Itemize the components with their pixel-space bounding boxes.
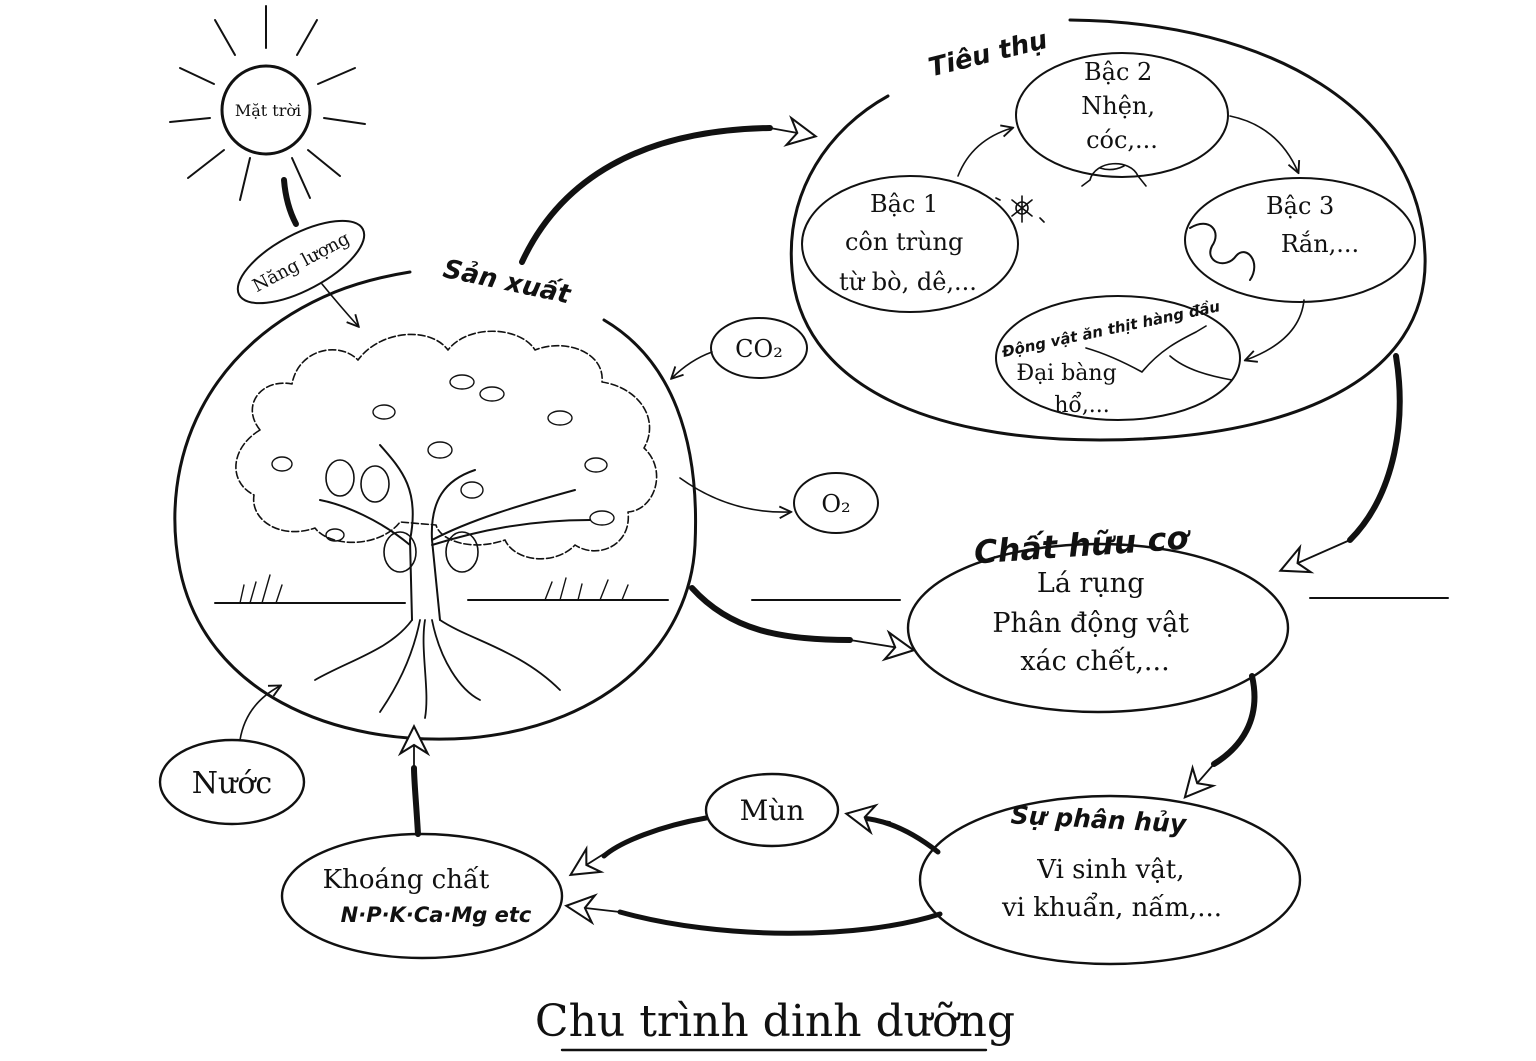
decomp-to-minerals-arrow xyxy=(564,893,621,926)
tree-illustration xyxy=(214,330,669,719)
sun-to-energy-stroke xyxy=(281,177,299,227)
producer-to-organic-stroke xyxy=(689,585,853,643)
decomposition-line-2: vi khuẩn, nấm,... xyxy=(1001,892,1222,923)
level3-line-1: Bậc 3 xyxy=(1266,192,1334,220)
co2-bubble: CO₂ xyxy=(710,317,808,379)
water-arrow xyxy=(239,686,280,741)
svg-text:Lá rụng Phân động vật: Lá rụng Phân động vật xác chết,... xyxy=(992,568,1197,677)
organic-line-2: Phân động vật xyxy=(992,608,1189,639)
svg-text:Bậc 1 côn trùng: Bậc 1 côn trùng từ bò, dê,... xyxy=(839,190,977,296)
minerals-elements: N·P·K·Ca·Mg etc xyxy=(341,903,532,927)
consumer-to-organic-stroke xyxy=(1347,353,1403,543)
producer-to-consumer-arrow xyxy=(769,115,818,147)
organic-to-decomp-arrow xyxy=(1183,763,1217,799)
decomp-to-minerals-stroke xyxy=(617,909,943,936)
humus-label: Mùn xyxy=(740,794,805,827)
humus-to-minerals-arrow xyxy=(568,845,611,877)
consumer-circle: Tiêu thụ Bậc 2 Nhện, cóc,... Bậc 1 côn t… xyxy=(789,18,1427,442)
level2-line-3: cóc,... xyxy=(1086,126,1158,154)
organic-matter: Chất hữu cơ Lá rụng Phân động vật xác ch… xyxy=(751,518,1449,714)
minerals-label: Khoáng chất xyxy=(323,865,490,895)
insect-icon xyxy=(995,195,1045,223)
organic-line-1: Lá rụng xyxy=(1037,568,1145,599)
organic-heading: Chất hữu cơ xyxy=(973,518,1193,571)
co2-arrow xyxy=(672,351,713,378)
arrow-l3-to-apex xyxy=(1246,299,1305,360)
decomposition-line-1: Vi sinh vật, xyxy=(1036,855,1184,885)
sun-label: Mặt trời xyxy=(235,101,301,120)
consumer-level-3: Bậc 3 Rắn,... xyxy=(1184,177,1416,303)
snake-icon xyxy=(1189,222,1256,281)
o2-label: O₂ xyxy=(821,490,850,518)
apex-heading: Động vật ăn thịt hàng đầu xyxy=(999,296,1222,361)
minerals-bubble: Khoáng chất N·P·K·Ca·Mg etc xyxy=(280,832,564,960)
ground-line-right xyxy=(751,597,1449,601)
organic-line-3: xác chết,... xyxy=(1020,646,1169,677)
humus-bubble: Mùn xyxy=(704,772,840,848)
arrow-l2-to-l3 xyxy=(1229,115,1298,172)
energy-arrow xyxy=(321,283,358,326)
svg-text:Đại bàng hổ,...: Đại bàng hổ,... xyxy=(1016,361,1123,418)
level3-line-2: Rắn,... xyxy=(1281,230,1359,258)
level2-line-2: Nhện, xyxy=(1081,92,1155,120)
decomposition: Sự phân hủy Vi sinh vật, vi khuẩn, nấm,.… xyxy=(918,794,1302,966)
energy-label: Năng lượng xyxy=(249,228,353,297)
o2-bubble: O₂ xyxy=(793,472,879,534)
level2-line-1: Bậc 2 xyxy=(1084,58,1152,86)
consumer-level-2: Bậc 2 Nhện, cóc,... xyxy=(1015,52,1229,187)
water-label: Nước xyxy=(192,766,272,801)
producer-heading: Sản xuất xyxy=(440,253,574,310)
diagram-title: Chu trình dinh dưỡng xyxy=(535,996,1015,1047)
level1-line-1: Bậc 1 xyxy=(870,190,938,218)
level1-line-2: côn trùng xyxy=(845,228,963,256)
arrow-l1-to-l2 xyxy=(957,128,1012,177)
water-bubble: Nước xyxy=(158,738,306,826)
eagle-icon xyxy=(1085,325,1233,381)
producer-to-organic-arrow xyxy=(849,629,916,662)
humus-to-minerals-stroke xyxy=(601,815,709,859)
decomp-to-humus-stroke xyxy=(859,815,941,855)
producer-circle: Sản xuất xyxy=(173,253,698,741)
consumer-heading: Tiêu thụ xyxy=(926,25,1051,83)
decomposition-heading: Sự phân hủy xyxy=(1010,800,1188,838)
svg-text:Bậc 3 Rắn,...: Bậc 3 Rắn,... xyxy=(1266,192,1359,258)
co2-label: CO₂ xyxy=(735,335,783,363)
consumer-to-organic-arrow xyxy=(1278,539,1351,574)
organic-to-decomp-stroke xyxy=(1211,673,1258,767)
producer-to-consumer-stroke xyxy=(519,125,773,265)
sun: Mặt trời xyxy=(169,5,366,201)
svg-text:Vi sinh vật, vi khuẩn, n: Vi sinh vật, vi khuẩn, nấm,... xyxy=(1001,855,1222,923)
energy-bubble: Năng lượng xyxy=(236,219,366,305)
consumer-level-1: Bậc 1 côn trùng từ bò, dê,... xyxy=(801,175,1045,313)
apex-line-1: Đại bàng xyxy=(1016,361,1116,386)
decomp-to-humus-arrow xyxy=(844,803,891,836)
svg-text:Bậc 2 Nhện, có: Bậc 2 Nhện, cóc,... xyxy=(1081,58,1162,154)
apex-line-2: hổ,... xyxy=(1054,390,1110,418)
frog-icon xyxy=(1081,162,1147,187)
o2-arrow xyxy=(679,477,790,512)
consumer-apex: Động vật ăn thịt hàng đầu Đại bàng hổ,..… xyxy=(995,295,1241,421)
level1-line-3: từ bò, dê,... xyxy=(839,268,977,296)
